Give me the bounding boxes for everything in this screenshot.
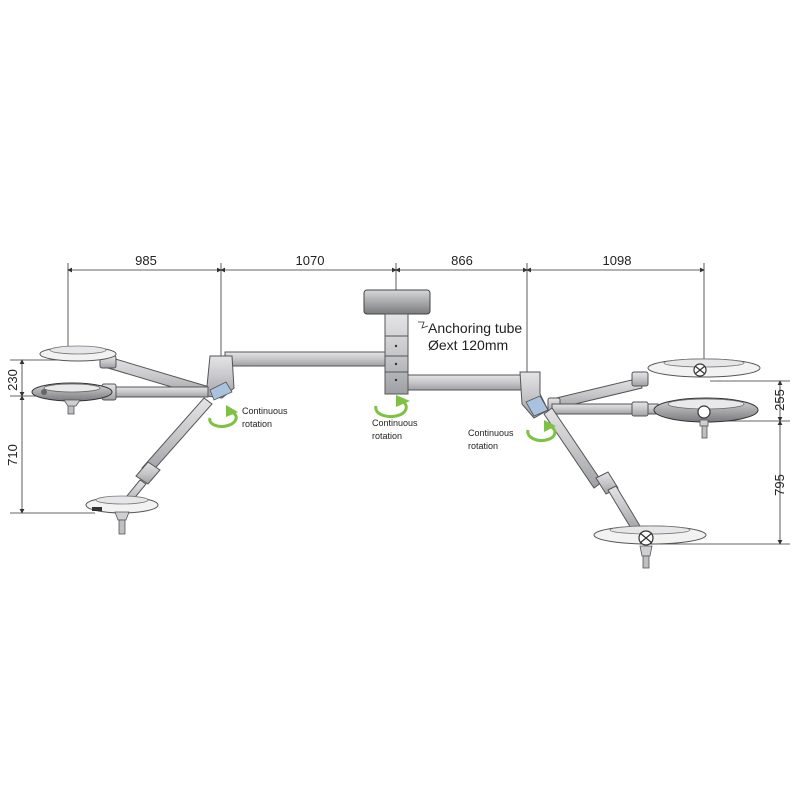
top-dimension-chain — [67, 263, 705, 380]
left-elbow-joint — [205, 355, 235, 401]
dim-left-230: 230 — [5, 369, 20, 391]
anchor-label-line1: Anchoring tube — [428, 320, 522, 336]
rotation-label-center-line2: rotation — [372, 431, 402, 441]
right-top-light-head — [647, 358, 761, 378]
dim-top-866: 866 — [451, 253, 473, 268]
right-elbow-joint — [519, 371, 549, 419]
left-dimension-chain — [10, 359, 95, 514]
dim-top-1070: 1070 — [296, 253, 325, 268]
left-top-light-head — [39, 345, 117, 362]
rotation-label-right-line2: rotation — [468, 441, 498, 451]
right-bottom-light-head — [593, 525, 707, 569]
dim-left-710: 710 — [5, 444, 20, 466]
rotation-label-left-line2: rotation — [242, 419, 272, 429]
left-middle-light-head — [31, 382, 113, 415]
left-lower-arm — [121, 397, 213, 507]
dim-right-255: 255 — [772, 389, 787, 411]
left-bottom-light-head — [85, 495, 159, 535]
dim-top-985: 985 — [135, 253, 157, 268]
rotation-label-center-line1: Continuous — [372, 418, 418, 428]
right-lower-arm — [543, 407, 641, 531]
rotation-arrow-right — [526, 420, 557, 442]
dim-top-1098: 1098 — [603, 253, 632, 268]
rotation-arrow-center — [374, 395, 410, 418]
ceiling-mount — [363, 289, 431, 395]
right-middle-light-head — [653, 397, 759, 439]
rotation-arrow-left — [208, 405, 238, 428]
right-middle-arm — [551, 401, 659, 417]
rotation-label-left-line1: Continuous — [242, 406, 288, 416]
dim-right-795: 795 — [772, 474, 787, 496]
anchor-leader-line — [418, 321, 429, 329]
anchor-label-line2: Øext 120mm — [428, 337, 508, 353]
rotation-label-right-line1: Continuous — [468, 428, 514, 438]
left-horizontal-arm — [224, 351, 386, 367]
right-horizontal-arm — [407, 374, 525, 391]
right-dimension-chain — [660, 380, 790, 545]
